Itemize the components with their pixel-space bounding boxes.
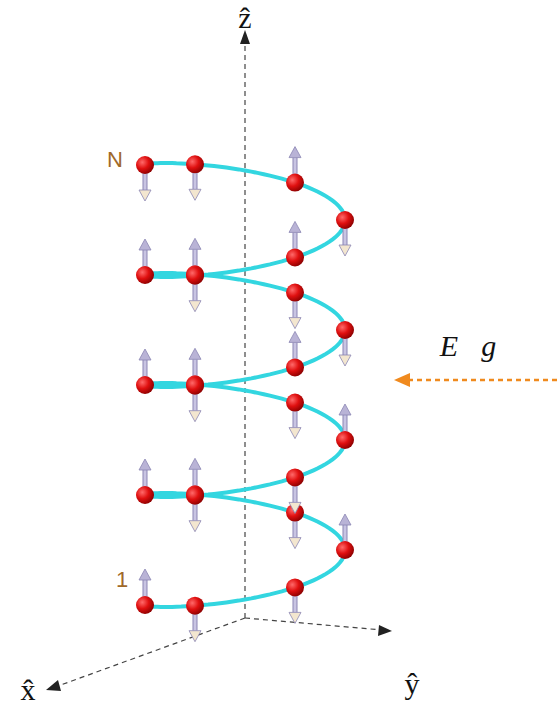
atom <box>336 431 354 449</box>
arrow-head <box>189 411 201 422</box>
arrow-head <box>139 569 151 580</box>
y-axis <box>245 618 382 630</box>
atom <box>136 156 154 174</box>
atom <box>286 578 304 596</box>
atom <box>186 597 204 615</box>
arrow-head <box>189 348 201 359</box>
arrow-head <box>289 221 301 232</box>
arrow-head <box>289 331 301 342</box>
helix-curve <box>145 163 345 607</box>
axis-label: ẑ <box>238 3 251 33</box>
site-label: 1 <box>116 569 128 591</box>
atom <box>286 248 304 266</box>
arrow-head <box>339 245 351 256</box>
site-label: N <box>107 149 123 171</box>
arrow-head <box>339 514 351 525</box>
arrow-head <box>289 428 301 439</box>
arrow-head <box>378 625 392 636</box>
arrow-head <box>189 301 201 312</box>
arrow-head <box>339 355 351 366</box>
axis-label: ŷ <box>405 669 420 699</box>
x-axis <box>58 618 245 686</box>
atom <box>186 267 204 285</box>
atom <box>136 486 154 504</box>
axis-heads <box>46 30 392 691</box>
arrow-head <box>339 404 351 415</box>
field-arrow <box>394 373 557 387</box>
arrow-head <box>139 239 151 250</box>
arrow-head <box>139 349 151 360</box>
atom <box>286 358 304 376</box>
axis-label: x̂ <box>21 675 36 705</box>
atom <box>286 284 304 302</box>
atom <box>136 596 154 614</box>
arrow-head <box>189 521 201 532</box>
atom <box>286 174 304 192</box>
atom <box>286 468 304 486</box>
atom <box>286 394 304 412</box>
arrow-head <box>289 538 301 549</box>
arrow-head <box>289 612 301 623</box>
atom <box>136 266 154 284</box>
arrow-head <box>189 238 201 249</box>
arrow-head <box>139 459 151 470</box>
atom <box>336 541 354 559</box>
arrow-head <box>394 373 410 387</box>
atom <box>186 377 204 395</box>
atom <box>336 321 354 339</box>
arrow-head <box>189 189 201 200</box>
atom <box>336 211 354 229</box>
arrow-head <box>139 190 151 201</box>
helix <box>136 147 354 642</box>
atom <box>136 376 154 394</box>
arrow-head <box>189 458 201 469</box>
arrow-head <box>189 631 201 642</box>
field-line <box>408 379 557 382</box>
arrow-head <box>289 147 301 158</box>
arrow-head <box>289 318 301 329</box>
axes <box>58 40 382 686</box>
arrow-head <box>46 680 61 691</box>
field-label: E⃗g <box>440 331 497 361</box>
arrow-head <box>289 502 301 513</box>
z-axis <box>244 40 245 618</box>
atom <box>186 155 204 173</box>
atom <box>186 487 204 505</box>
